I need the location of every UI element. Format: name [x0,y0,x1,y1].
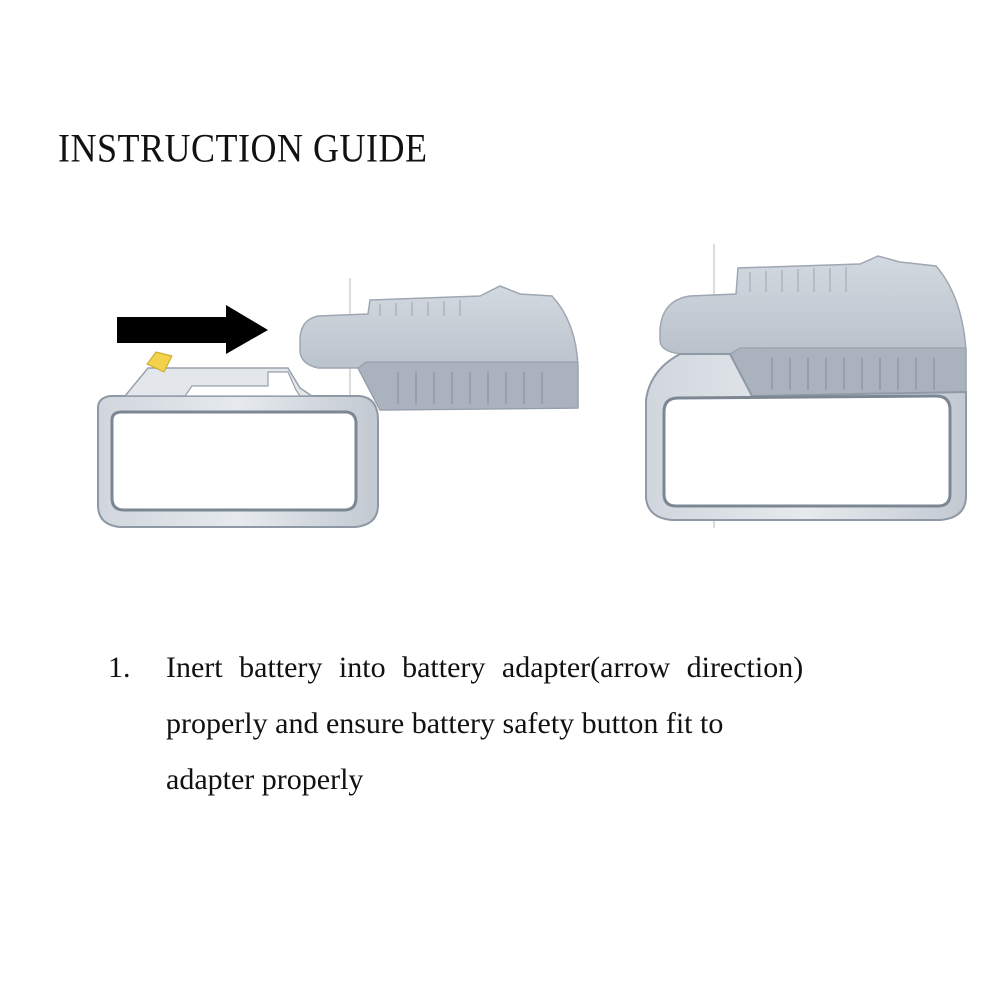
step-line: adapter properly [166,763,364,796]
step-item: 1. Inert battery into battery adapter(ar… [108,640,938,808]
guide-title: INSTRUCTION GUIDE [58,125,428,171]
step-line: Inert battery into battery adapter(arrow… [166,651,804,684]
battery-left [97,351,379,528]
assembled-battery-adapter [645,255,967,521]
adapter-left [299,285,579,411]
step-line: properly and ensure battery safety butto… [166,707,724,740]
step-text: Inert battery into battery adapter(arrow… [166,640,936,808]
arrow-right-icon [117,305,268,354]
safety-button [146,351,173,373]
step-list: 1. Inert battery into battery adapter(ar… [108,640,938,808]
step-number: 1. [108,651,131,684]
